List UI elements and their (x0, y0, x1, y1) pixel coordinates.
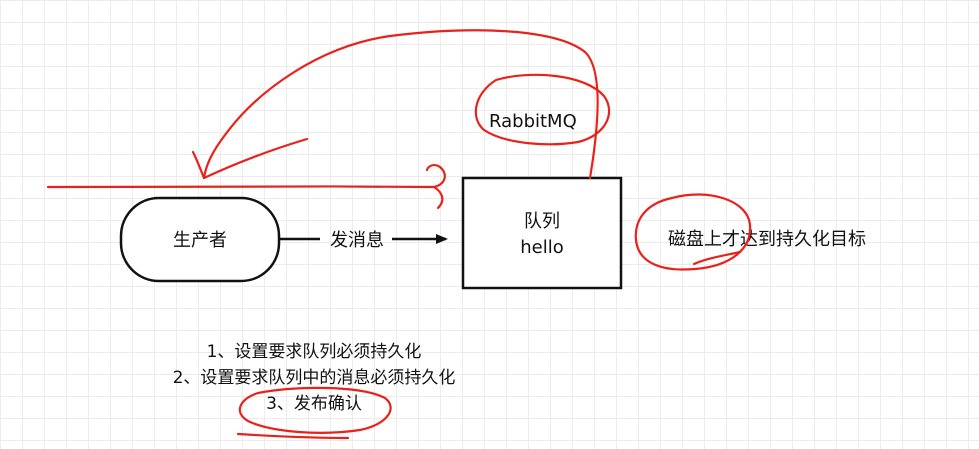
queue-label-line2: hello (520, 237, 564, 258)
message-edge-label: 发消息 (330, 230, 384, 251)
note-item-2: 2、设置要求队列中的消息必须持久化 (173, 368, 456, 388)
annotation-circle-note3 (238, 386, 392, 434)
queue-node: 队列 hello (461, 176, 623, 290)
queue-label-line1: 队列 (524, 211, 560, 232)
annotation-curved-arrow (202, 29, 599, 180)
message-edge: 发消息 (279, 230, 448, 251)
queue-shape (461, 176, 623, 290)
producer-label: 生产者 (173, 230, 227, 251)
annotation-horizontal-line (46, 164, 446, 189)
broker-label: RabbitMQ (489, 111, 577, 132)
annotation-horizontal-hook (432, 185, 444, 210)
producer-node: 生产者 (119, 196, 281, 283)
disk-note-label: 磁盘上才达到持久化目标 (668, 229, 866, 250)
annotation-circle-broker (474, 73, 611, 146)
note-item-3: 3、发布确认 (266, 394, 362, 414)
annotation-underline-note3 (236, 432, 350, 440)
annotation-underline-disk (692, 250, 742, 266)
annotation-circle-disk (634, 193, 752, 271)
red-annotations (46, 29, 752, 440)
note-item-1: 1、设置要求队列必须持久化 (207, 342, 422, 362)
annotation-arrowhead-right (202, 137, 309, 180)
annotation-arrowhead-left (191, 150, 206, 180)
